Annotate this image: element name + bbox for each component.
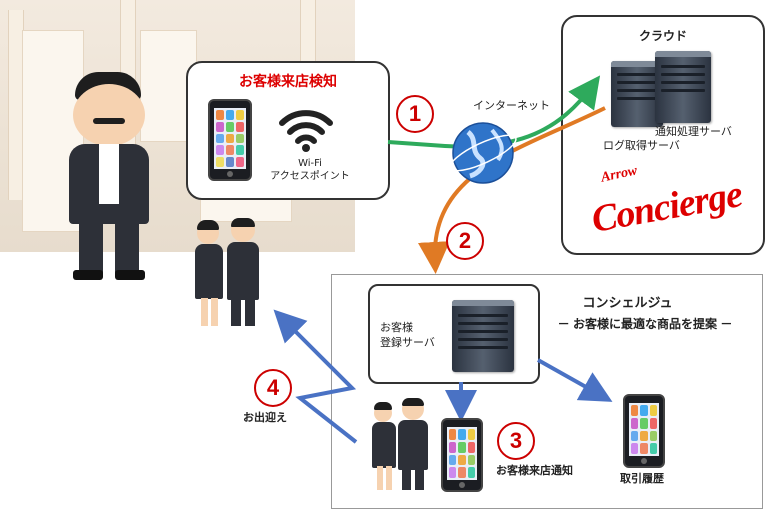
registration-server-label-line1: お客様 [380,321,413,334]
wifi-icon [279,110,333,152]
step-2-badge: 2 [446,222,484,260]
notification-phone-icon [441,418,483,492]
wifi-label: Wi-Fi アクセスポイント [270,157,350,183]
concierge-title: コンシェルジュ [582,295,673,310]
detection-title: お客様来店検知 [239,73,337,89]
smartphone-icon [208,99,252,181]
history-label: 取引履歴 [620,472,664,485]
concierge-illustration [55,72,165,282]
arrow-step4 [273,309,358,444]
server-icon [611,61,663,127]
visitor-detection-box: お客様来店検知 Wi-Fi アクセスポイント [186,61,390,200]
registration-server-box: お客様 登録サーバ [368,284,540,384]
step-3-badge: 3 [497,422,535,460]
internet-label: インターネット [473,99,550,112]
globe-icon [449,122,517,184]
wifi-label-line1: Wi-Fi [298,158,322,169]
cloud-box: クラウド 通知処理サーバ ログ取得サーバ Arrow Concierge [561,15,765,255]
step3-label: お客様来店通知 [496,464,573,477]
staff-pair-illustration [370,398,442,494]
server-icon [655,51,711,123]
step-4-badge: 4 [254,369,292,407]
history-phone-icon [623,394,665,468]
step4-label: お出迎え [243,411,287,424]
log-server-label: ログ取得サーバ [603,139,680,152]
server-icon [452,300,514,372]
registration-server-label-line2: 登録サーバ [380,336,435,349]
wifi-label-line2: アクセスポイント [270,171,350,182]
arrow-to-history [537,358,613,402]
concierge-subtitle: － お客様に最適な商品を提案 － [557,317,733,331]
step-1-badge: 1 [396,95,434,133]
registration-server-label: お客様 登録サーバ [380,320,435,350]
notify-server-label: 通知処理サーバ [655,125,732,138]
staff-pair-illustration [193,218,265,333]
cloud-title: クラウド [638,29,687,43]
